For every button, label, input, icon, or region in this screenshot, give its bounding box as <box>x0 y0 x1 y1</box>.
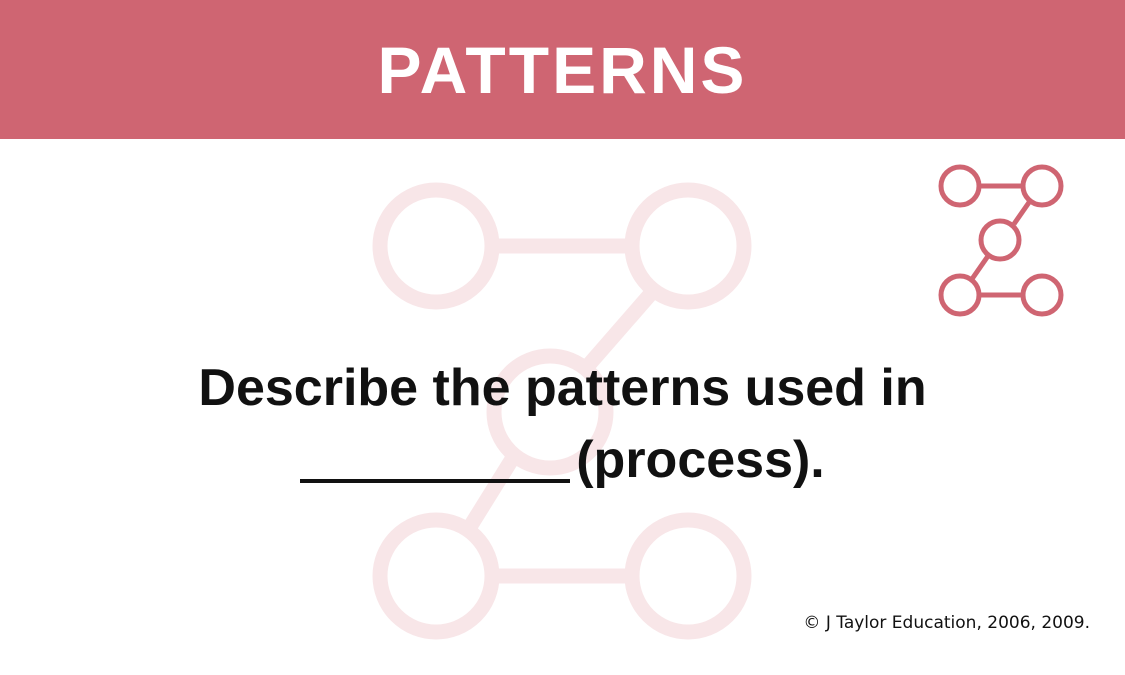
prompt-text-line2: (process). <box>0 430 1125 490</box>
copyright-notice: © J Taylor Education, 2006, 2009. <box>803 613 1090 633</box>
fill-in-blank <box>300 479 571 483</box>
page-title: PATTERNS <box>377 33 748 107</box>
prompt-text-line1: Describe the patterns used in <box>198 359 927 417</box>
prompt-process-label: (process). <box>576 431 825 489</box>
header-banner: PATTERNS <box>0 0 1125 139</box>
pattern-nodes-icon <box>938 164 1064 317</box>
